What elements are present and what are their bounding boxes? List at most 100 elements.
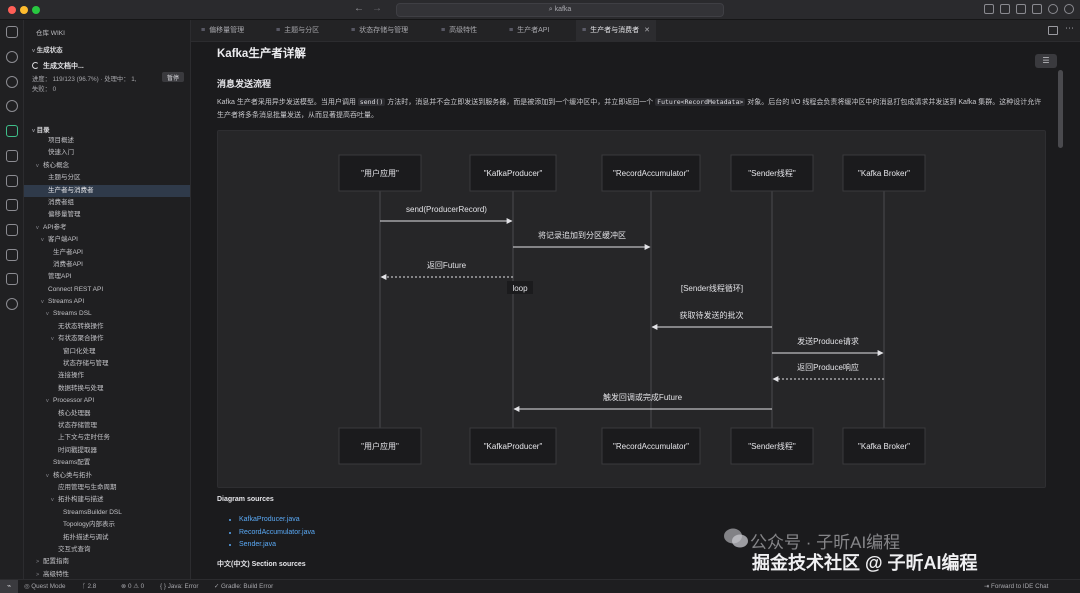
toc-item[interactable]: 生产者与消费者 [24, 184, 190, 197]
editor-tab[interactable]: ≡生产者API [509, 20, 549, 42]
source-file-link[interactable]: RecordAccumulator.java [239, 527, 315, 540]
toc-item-label: 偏移量管理 [48, 211, 81, 219]
toggle-panel-icon[interactable] [1000, 4, 1010, 14]
forward-arrow-icon[interactable]: → [372, 3, 382, 14]
editor-tab[interactable]: ≡偏移量管理 [201, 20, 244, 42]
toc-item[interactable]: 上下文与定时任务 [24, 432, 190, 444]
intro-paragraph: Kafka 生产者采用异步发送模型。当用户调用 send() 方法时，消息并不会… [217, 96, 1047, 122]
explorer-icon[interactable] [6, 26, 18, 38]
toc-item[interactable]: 应用管理与生命周期 [24, 482, 190, 494]
toc-item[interactable]: 管理API [24, 271, 190, 283]
toc-item[interactable]: 连接操作 [24, 370, 190, 382]
quest-mode-item[interactable]: ◎ Quest Mode [24, 583, 66, 590]
toc-item[interactable]: 时间戳提取器 [24, 445, 190, 457]
maximize-window-button[interactable] [32, 6, 40, 14]
generation-status-section[interactable]: v 生成状态 [32, 44, 63, 54]
toc-item[interactable]: 消费者API [24, 259, 190, 271]
extensions-icon[interactable] [6, 199, 18, 211]
toc-item-label: StreamsBuilder DSL [63, 508, 122, 516]
forward-to-chat-item[interactable]: ⇥ Forward to IDE Chat [984, 583, 1048, 590]
document-scrollbar[interactable] [1058, 70, 1063, 148]
source-file-link[interactable]: Sender.java [239, 539, 315, 552]
toc-item[interactable]: >配置指南 [24, 556, 190, 568]
toc-item[interactable]: 无状态转换操作 [24, 321, 190, 333]
diagram-sources-title: Diagram sources [217, 496, 274, 503]
search-icon[interactable] [6, 51, 18, 63]
search-input[interactable]: ⌕ kafka [396, 3, 724, 17]
account-icon[interactable] [1048, 4, 1058, 14]
back-arrow-icon[interactable]: ← [354, 3, 364, 14]
toc-item[interactable]: 状态存储与管理 [24, 358, 190, 370]
gradle-status-item[interactable]: ✓ Gradle: Build Error [214, 583, 273, 590]
editor-tab[interactable]: ≡高级特性 [441, 20, 477, 42]
version-item[interactable]: ᚴ 2.8 [82, 583, 96, 590]
toc-item[interactable]: 核心处理器 [24, 408, 190, 420]
source-file-link[interactable]: KafkaProducer.java [239, 514, 315, 527]
toc-item[interactable]: >高级特性 [24, 569, 190, 579]
wiki-icon[interactable] [6, 125, 18, 137]
title-bar: ← → ⌕ kafka [0, 0, 1080, 20]
remote-indicator-icon[interactable]: ⌁ [0, 580, 18, 593]
docker-icon[interactable] [6, 298, 18, 310]
problems-item[interactable]: ⊗ 0 ⚠ 0 [121, 583, 145, 590]
pause-button[interactable]: 暂停 [162, 72, 184, 82]
toc-item[interactable]: 状态存储管理 [24, 420, 190, 432]
preview-icon[interactable] [6, 175, 18, 187]
editor-tab[interactable]: ≡状态存储与管理 [351, 20, 408, 42]
toc-item[interactable]: 生产者API [24, 247, 190, 259]
run-debug-icon[interactable] [6, 100, 18, 112]
split-editor-icon[interactable] [1048, 26, 1058, 35]
java-status-item[interactable]: { } Java: Error [160, 583, 199, 590]
package-icon[interactable] [6, 249, 18, 261]
close-window-button[interactable] [8, 6, 16, 14]
toggle-secondary-sidebar-icon[interactable] [1016, 4, 1026, 14]
toc-item[interactable]: 项目概述 [24, 135, 190, 147]
toc-item[interactable]: 快速入门 [24, 147, 190, 159]
remote-icon[interactable] [6, 150, 18, 162]
toc-item[interactable]: 交互式查询 [24, 544, 190, 556]
actor-box-bottom [730, 427, 814, 465]
chat-icon: ⇥ [984, 583, 992, 590]
minimize-window-button[interactable] [20, 6, 28, 14]
toc-item[interactable]: 主题与分区 [24, 172, 190, 184]
close-tab-icon[interactable]: ✕ [644, 27, 650, 34]
settings-gear-icon[interactable] [1064, 4, 1074, 14]
toc-item[interactable]: Streams配置 [24, 457, 190, 469]
database-icon[interactable] [6, 273, 18, 285]
testing-icon[interactable] [6, 224, 18, 236]
para-text-1: Kafka 生产者采用异步发送模型。当用户调用 [217, 99, 358, 106]
toc-item[interactable]: Connect REST API [24, 284, 190, 296]
editor-tab[interactable]: ≡主题与分区 [276, 20, 319, 42]
actor-label: "RecordAccumulator" [613, 442, 689, 451]
toc-item[interactable]: 窗口化处理 [24, 346, 190, 358]
toc-item[interactable]: StreamsBuilder DSL [24, 507, 190, 519]
editor-tab[interactable]: ≡生产者与消费者✕ [576, 20, 656, 42]
chevron-right-icon: > [36, 559, 40, 566]
section-heading: 消息发送流程 [217, 79, 272, 89]
layout-icon[interactable] [1032, 4, 1042, 14]
toc-item-label: 高级特性 [43, 570, 69, 578]
toc-item[interactable]: 消费者组 [24, 197, 190, 209]
source-control-icon[interactable] [6, 76, 18, 88]
toc-item[interactable]: 数据转换与处理 [24, 383, 190, 395]
toc-section[interactable]: v 目录 [32, 124, 50, 134]
toc-item[interactable]: 偏移量管理 [24, 209, 190, 221]
toc-item[interactable]: 拓扑描述与调试 [24, 532, 190, 544]
toc-item-label: 管理API [48, 273, 72, 281]
toggle-sidebar-icon[interactable] [984, 4, 994, 14]
actor-label: "KafkaProducer" [484, 169, 543, 178]
generation-status-label: 生成状态 [36, 47, 63, 54]
toc-item-label: 连接操作 [58, 372, 84, 380]
toc-item[interactable]: Topology内部表示 [24, 519, 190, 531]
outline-menu-icon[interactable]: ☰ [1035, 54, 1057, 68]
more-actions-icon[interactable]: ⋯ [1065, 23, 1074, 33]
